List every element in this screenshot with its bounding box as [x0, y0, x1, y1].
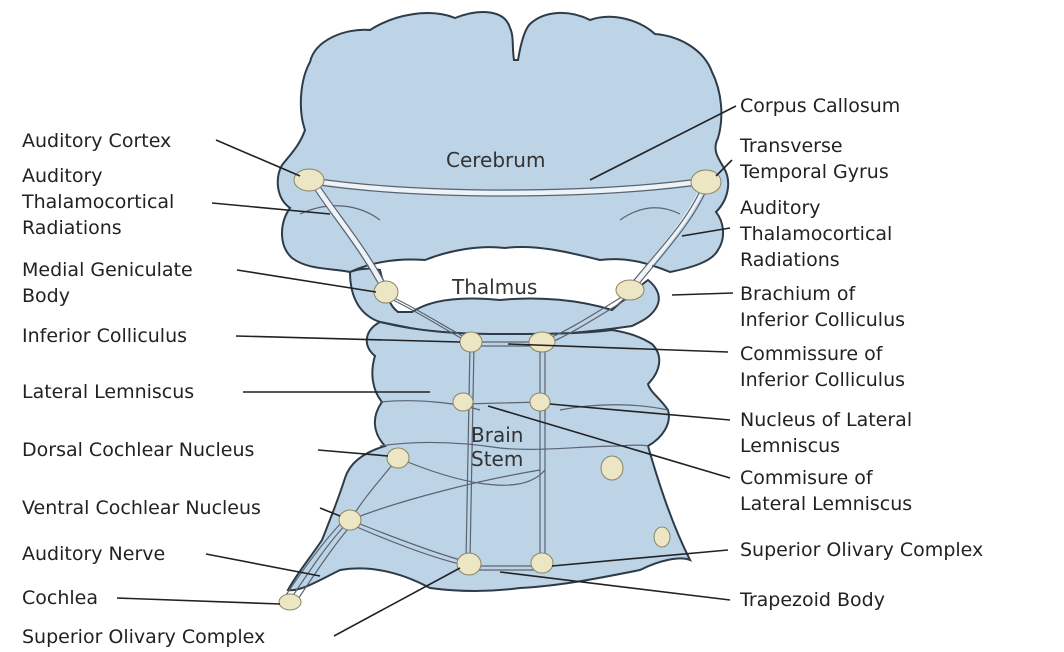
inferior-colliculus-right-nucleus [529, 332, 555, 352]
lateral-lemniscus-right-nucleus [530, 393, 550, 411]
label-auditory-nerve: Auditory Nerve [22, 543, 165, 565]
label-auditory-thalamocortical-radiations-left-2: Thalamocortical [21, 191, 174, 213]
brain-silhouette [278, 12, 728, 591]
medial-geniculate-right-nucleus [616, 280, 644, 300]
spot-2 [654, 527, 670, 547]
label-auditory-thalamocortical-radiations-right-1: Auditory [740, 197, 821, 219]
label-commissure-ic-2: Inferior Colliculus [740, 369, 905, 391]
label-brachium-2: Inferior Colliculus [740, 309, 905, 331]
brain-stem-label-line-2: Stem [471, 447, 523, 471]
label-medial-geniculate-2: Body [22, 285, 70, 307]
brain-stem-label-line-1: Brain [471, 423, 523, 447]
label-commisure-ll-2: Lateral Lemniscus [740, 493, 912, 515]
superior-olivary-right-nucleus [531, 553, 553, 573]
spot-1 [601, 456, 623, 480]
label-ventral-cochlear-nucleus: Ventral Cochlear Nucleus [22, 497, 261, 519]
label-auditory-thalamocortical-radiations-right-3: Radiations [740, 249, 840, 271]
cochlea-shape [279, 594, 301, 610]
dorsal-cochlear-nucleus [387, 448, 409, 468]
label-superior-olivary-complex-right: Superior Olivary Complex [740, 539, 983, 561]
superior-olivary-left-nucleus [457, 553, 481, 575]
label-nucleus-ll-2: Lemniscus [740, 435, 840, 457]
inferior-colliculus-left-nucleus [460, 332, 482, 352]
label-auditory-thalamocortical-radiations-left-3: Radiations [22, 217, 122, 239]
label-trapezoid-body: Trapezoid Body [739, 589, 885, 611]
label-lateral-lemniscus: Lateral Lemniscus [22, 381, 194, 403]
thalmus-label: Thalmus [451, 275, 537, 299]
label-commisure-ll-1: Commisure of [740, 467, 874, 489]
label-dorsal-cochlear-nucleus: Dorsal Cochlear Nucleus [22, 439, 254, 461]
label-transverse-temporal-gyrus-2: Temporal Gyrus [739, 161, 889, 183]
cerebrum-label: Cerebrum [446, 148, 545, 172]
labels-right: Corpus Callosum Transverse Temporal Gyru… [739, 95, 983, 611]
labels-left: Auditory Cortex Auditory Thalamocortical… [21, 130, 265, 648]
label-nucleus-ll-1: Nucleus of Lateral [740, 409, 912, 431]
label-auditory-thalamocortical-radiations-right-2: Thalamocortical [739, 223, 892, 245]
label-auditory-cortex: Auditory Cortex [22, 130, 171, 152]
label-cochlea: Cochlea [22, 587, 98, 609]
label-inferior-colliculus: Inferior Colliculus [22, 325, 187, 347]
label-transverse-temporal-gyrus-1: Transverse [739, 135, 843, 157]
label-commissure-ic-1: Commissure of [740, 343, 884, 365]
auditory-cortex-right-nucleus [691, 170, 721, 194]
medial-geniculate-left-nucleus [374, 281, 398, 303]
label-medial-geniculate-1: Medial Geniculate [22, 259, 193, 281]
label-superior-olivary-complex-left: Superior Olivary Complex [22, 626, 265, 648]
auditory-cortex-left-nucleus [294, 169, 324, 191]
lateral-lemniscus-left-nucleus [453, 393, 473, 411]
ventral-cochlear-nucleus [339, 510, 361, 530]
label-corpus-callosum: Corpus Callosum [740, 95, 900, 117]
label-brachium-1: Brachium of [740, 283, 856, 305]
label-auditory-thalamocortical-radiations-left-1: Auditory [22, 165, 103, 187]
